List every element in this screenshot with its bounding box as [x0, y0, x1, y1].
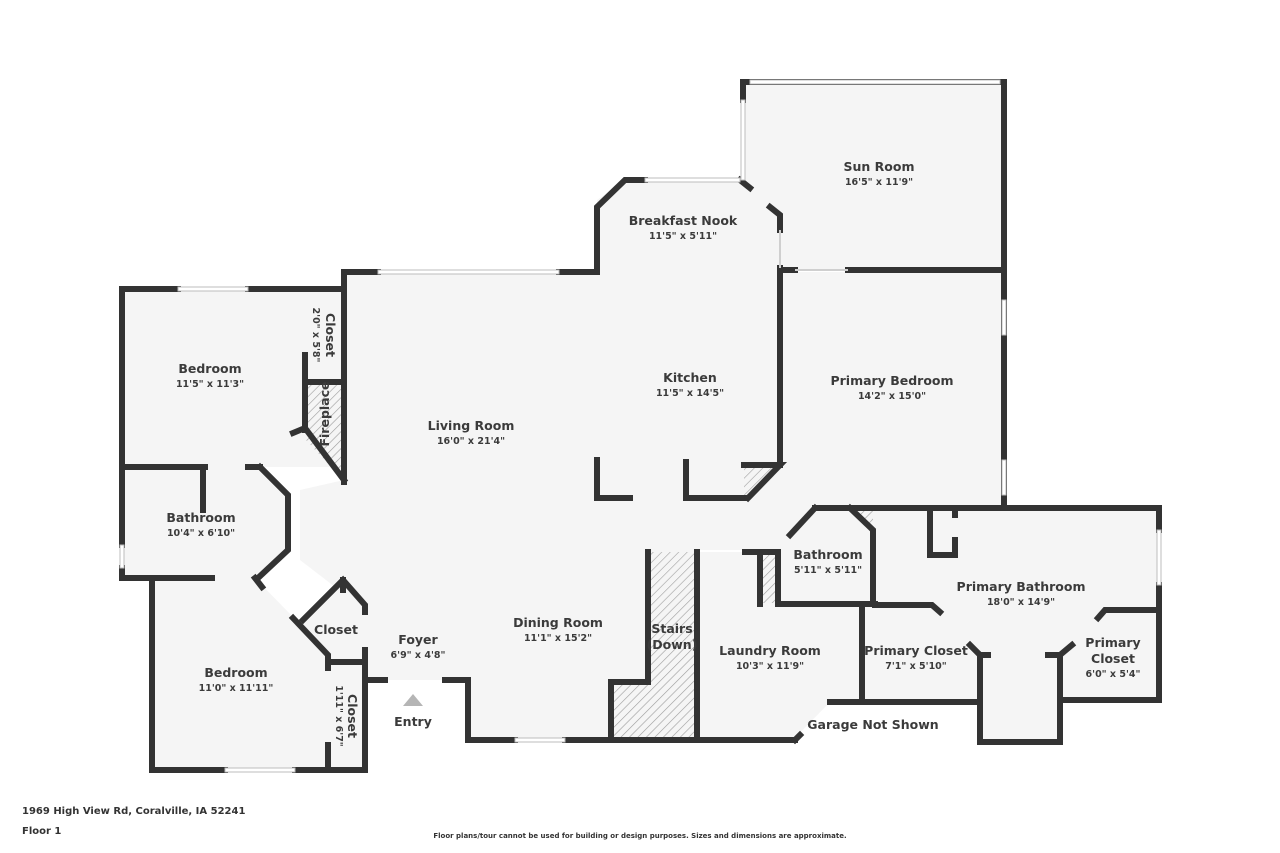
- room-breakfast-nook: Breakfast Nook: [629, 213, 738, 228]
- room-stairs: Stairs: [651, 621, 692, 636]
- disclaimer: Floor plans/tour cannot be used for buil…: [433, 832, 847, 840]
- property-address: 1969 High View Rd, Coralville, IA 52241: [22, 806, 246, 817]
- entry-label: Entry: [394, 714, 432, 729]
- fireplace-hatch: [306, 384, 343, 480]
- bath-hatch: [760, 555, 776, 603]
- room-primary-bathroom: Primary Bathroom: [957, 579, 1086, 594]
- room-laundry-room: Laundry Room: [719, 643, 821, 658]
- room-bedroom-1: Bedroom: [178, 361, 241, 376]
- room-primary-bathroom-dim: 18'0" x 14'9": [987, 597, 1055, 608]
- room-kitchen-dim: 11'5" x 14'5": [656, 388, 724, 399]
- room-closet-3-dim: 1'11" x 6'7": [333, 685, 344, 747]
- stairs-hatch: [611, 552, 697, 740]
- room-breakfast-nook-dim: 11'5" x 5'11": [649, 231, 717, 242]
- room-bathroom-2-dim: 5'11" x 5'11": [794, 565, 862, 576]
- room-kitchen: Kitchen: [663, 370, 717, 385]
- room-stairs-direction: (Down): [647, 637, 698, 652]
- room-closet-1-dim: 2'0" x 5'8": [310, 308, 321, 363]
- room-living-room-dim: 16'0" x 21'4": [437, 436, 505, 447]
- room-primary-bedroom: Primary Bedroom: [830, 373, 953, 388]
- room-sun-room: Sun Room: [844, 159, 915, 174]
- garage-note: Garage Not Shown: [807, 717, 938, 732]
- room-closet-3: Closet: [345, 694, 360, 738]
- room-primary-closet-2-line2: Closet: [1091, 651, 1135, 666]
- room-primary-closet-1-dim: 7'1" x 5'10": [885, 661, 947, 672]
- room-primary-closet-1: Primary Closet: [864, 643, 968, 658]
- room-bathroom-1-dim: 10'4" x 6'10": [167, 528, 235, 539]
- windows: [119, 79, 1162, 773]
- floor-label: Floor 1: [22, 826, 62, 837]
- room-dining-room: Dining Room: [513, 615, 603, 630]
- room-primary-bedroom-dim: 14'2" x 15'0": [858, 391, 926, 402]
- entry-arrow-icon: [403, 694, 423, 706]
- room-dining-room-dim: 11'1" x 15'2": [524, 633, 592, 644]
- room-bedroom-2: Bedroom: [204, 665, 267, 680]
- room-primary-closet-2: Primary: [1085, 635, 1140, 650]
- room-foyer: Foyer: [398, 632, 438, 647]
- room-labels: Sun Room 16'5" x 11'9" Breakfast Nook 11…: [166, 159, 1140, 747]
- room-bathroom-1: Bathroom: [166, 510, 235, 525]
- room-foyer-dim: 6'9" x 4'8": [391, 650, 446, 661]
- room-sun-room-dim: 16'5" x 11'9": [845, 177, 913, 188]
- room-closet-2: Closet: [314, 622, 358, 637]
- room-laundry-room-dim: 10'3" x 11'9": [736, 661, 804, 672]
- room-primary-closet-2-dim: 6'0" x 5'4": [1086, 669, 1141, 680]
- room-bathroom-2: Bathroom: [793, 547, 862, 562]
- fireplace-label: Fireplace: [317, 381, 332, 446]
- room-bedroom-2-dim: 11'0" x 11'11": [199, 683, 274, 694]
- room-bedroom-1-dim: 11'5" x 11'3": [176, 379, 244, 390]
- room-closet-1: Closet: [323, 313, 338, 357]
- room-living-room: Living Room: [428, 418, 515, 433]
